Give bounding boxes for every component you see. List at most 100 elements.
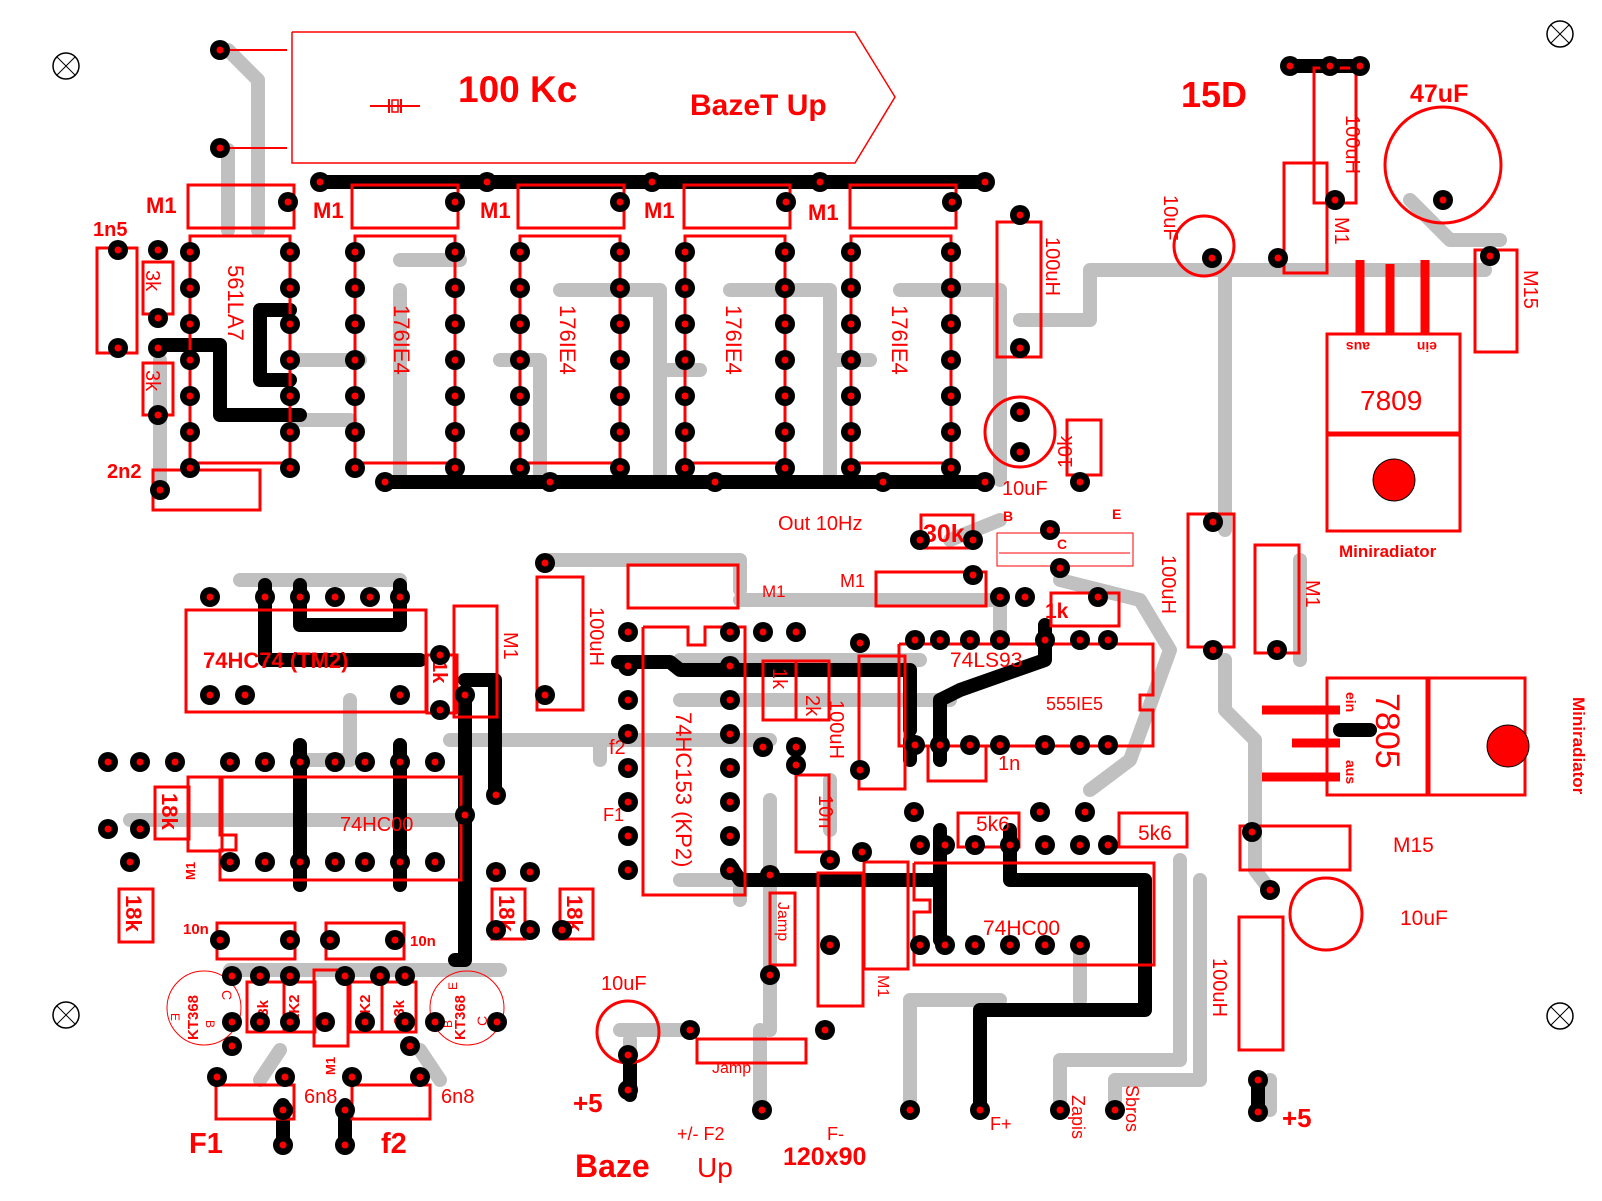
pad-drill bbox=[331, 858, 339, 866]
resistor-18k-label: 18k bbox=[121, 895, 146, 932]
pin-c-label: C bbox=[219, 990, 235, 1000]
pad-drill bbox=[616, 464, 624, 472]
cap-m1-label: M1 bbox=[183, 862, 198, 880]
board-title-left: Baze bbox=[575, 1148, 650, 1184]
pad-drill bbox=[186, 284, 194, 292]
pad-drill bbox=[228, 972, 236, 980]
pad-drill bbox=[781, 392, 789, 400]
signal-f2-mux-label: f2 bbox=[609, 737, 626, 759]
mounting-hole-icon bbox=[1546, 20, 1574, 48]
pad-drill bbox=[286, 464, 294, 472]
pad-drill bbox=[966, 636, 974, 644]
cap-label: M1 bbox=[480, 198, 511, 223]
pad-drill bbox=[401, 1018, 409, 1026]
pad-drill bbox=[624, 1086, 632, 1094]
pad-drill bbox=[1076, 636, 1084, 644]
pad-drill bbox=[261, 593, 269, 601]
cap-10n-label: 10n bbox=[410, 933, 436, 950]
pad-drill bbox=[516, 356, 524, 364]
cap-label: M1 bbox=[146, 193, 177, 218]
pad-drill bbox=[624, 1051, 632, 1059]
pad-drill bbox=[648, 178, 656, 186]
resistor-1k-label: 1k bbox=[1045, 600, 1069, 623]
cap-m15-label: M15 bbox=[1519, 270, 1541, 309]
pad-drill bbox=[906, 1106, 914, 1114]
cap-1n5-label: 1n5 bbox=[93, 219, 127, 241]
pad-drill bbox=[624, 628, 632, 636]
chip-74HC74-label: 74HC74 (TM2) bbox=[203, 648, 348, 673]
pad-drill bbox=[493, 1018, 501, 1026]
pin-e-label: E bbox=[168, 1013, 182, 1021]
chip-176IE4-4: 176IE4 bbox=[849, 234, 953, 465]
pad-drill bbox=[781, 428, 789, 436]
pad-drill bbox=[726, 662, 734, 670]
pad-drill bbox=[1274, 254, 1282, 262]
pad-drill bbox=[341, 1106, 349, 1114]
pad-drill bbox=[558, 926, 566, 934]
resistor-5k6-label: 5k6 bbox=[976, 813, 1010, 836]
pad-drill bbox=[516, 464, 524, 472]
pad-drill bbox=[226, 858, 234, 866]
pad-drill bbox=[947, 284, 955, 292]
pad-drill bbox=[1006, 841, 1014, 849]
pad-drill bbox=[681, 356, 689, 364]
transistor-name: KT368 bbox=[185, 995, 202, 1040]
pad-drill bbox=[186, 428, 194, 436]
board-title-right: Up bbox=[697, 1152, 733, 1183]
cap-label: M1 bbox=[313, 198, 344, 223]
pad-drill bbox=[1076, 478, 1084, 486]
plus5-left-label: +5 bbox=[573, 1088, 603, 1118]
transistor-q1: KT368 C B E bbox=[166, 970, 242, 1046]
pad-drill bbox=[376, 972, 384, 980]
cap-2n2-label: 2n2 bbox=[107, 461, 141, 483]
pad-drill bbox=[286, 320, 294, 328]
pad-drill bbox=[541, 691, 549, 699]
pad-drill bbox=[361, 858, 369, 866]
chip-74HC00-label: 74HC00 bbox=[340, 814, 413, 836]
inductor-label: 100uH bbox=[585, 607, 607, 666]
jumper-label: Jamp bbox=[712, 1060, 751, 1077]
pad-drill bbox=[766, 871, 774, 879]
pad-drill bbox=[206, 593, 214, 601]
pad-drill bbox=[516, 284, 524, 292]
cap-6n8-label: 6n8 bbox=[441, 1086, 474, 1108]
pad-drill bbox=[616, 356, 624, 364]
pad-drill bbox=[126, 858, 134, 866]
pad-drill bbox=[1056, 1106, 1064, 1114]
resistor-1k-label: 1k bbox=[428, 661, 450, 684]
signal-f1-mux-label: F1 bbox=[603, 805, 624, 825]
pad-drill bbox=[296, 593, 304, 601]
crystal-oscillator: 100 Kc BazeT Up bbox=[222, 31, 896, 164]
chip-74LS93-label: 74LS93 bbox=[950, 649, 1022, 672]
resistor-2k-label: 2k bbox=[801, 695, 823, 717]
pad-drill bbox=[436, 706, 444, 714]
pad-drill bbox=[366, 593, 374, 601]
pad-drill bbox=[331, 758, 339, 766]
out-signal-label: Out 10Hz bbox=[778, 513, 862, 535]
pad-drill bbox=[1041, 841, 1049, 849]
chip-label: 561LA7 bbox=[223, 265, 248, 341]
pad-drill bbox=[281, 1073, 289, 1081]
pad-drill bbox=[947, 428, 955, 436]
cap-label: M1 bbox=[808, 200, 839, 225]
pad-drill bbox=[681, 392, 689, 400]
pad-drill bbox=[492, 926, 500, 934]
pad-drill bbox=[1036, 808, 1044, 816]
cap-1n-label: 1n bbox=[998, 753, 1020, 775]
resistor-3k-label: 3k bbox=[141, 370, 163, 392]
pad-drill bbox=[492, 868, 500, 876]
pad-drill bbox=[726, 866, 734, 874]
pad-drill bbox=[1326, 62, 1334, 70]
pad-drill bbox=[431, 858, 439, 866]
pad-drill bbox=[781, 356, 789, 364]
pin-in-label: ein bbox=[1417, 339, 1437, 355]
resistor-30k-label: 30k bbox=[923, 520, 965, 548]
cap-47uf-label: 47uF bbox=[1410, 80, 1468, 108]
pad-drill bbox=[451, 320, 459, 328]
pad-drill bbox=[516, 428, 524, 436]
pad-drill bbox=[766, 971, 774, 979]
chip-176IE4-3: 176IE4 bbox=[683, 234, 787, 465]
cap-m1-label: M1 bbox=[840, 571, 865, 591]
pad-drill bbox=[284, 198, 292, 206]
